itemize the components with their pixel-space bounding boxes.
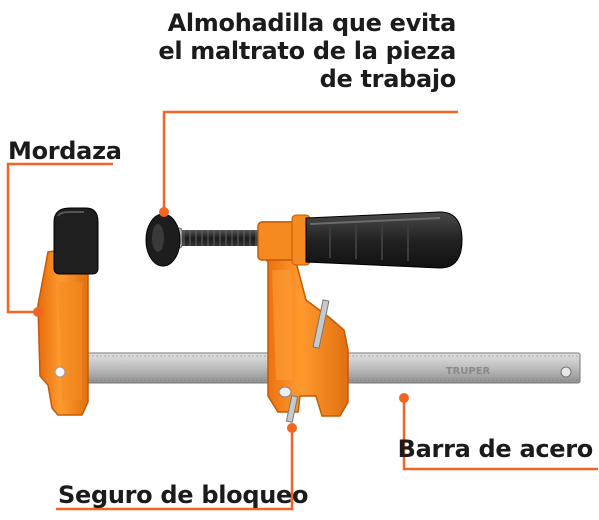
label-almohadilla-line: Almohadilla que evita (167, 9, 457, 37)
leader-mordaza (6, 162, 113, 314)
bar-hole (560, 366, 572, 378)
jaw-pin (54, 366, 66, 378)
label-mordaza: Mordaza (8, 137, 122, 165)
leader-dots (33, 207, 409, 433)
leader-seguro (56, 432, 294, 511)
leader-barra (402, 400, 598, 471)
label-seguro: Seguro de bloqueo (58, 481, 309, 509)
threaded-screw (178, 230, 266, 246)
bar-brand-text: TRUPER (446, 366, 491, 377)
handle-grip (305, 211, 463, 269)
jaw-rubber-pad (53, 207, 99, 275)
locking-pin (285, 299, 330, 423)
screw-assembly (145, 213, 266, 267)
leader-lines (6, 110, 598, 511)
label-barra: Barra de acero (397, 435, 594, 463)
label-almohadilla-line: el maltrato de la pieza (158, 37, 456, 65)
label-almohadilla-line: de trabajo (319, 65, 457, 93)
label-almohadilla: Almohadilla que evita el maltrato de la … (158, 10, 456, 94)
clamp-handle (291, 211, 463, 269)
leader-almohadilla (162, 110, 458, 208)
movable-jaw (257, 221, 349, 417)
fixed-jaw (37, 207, 99, 416)
